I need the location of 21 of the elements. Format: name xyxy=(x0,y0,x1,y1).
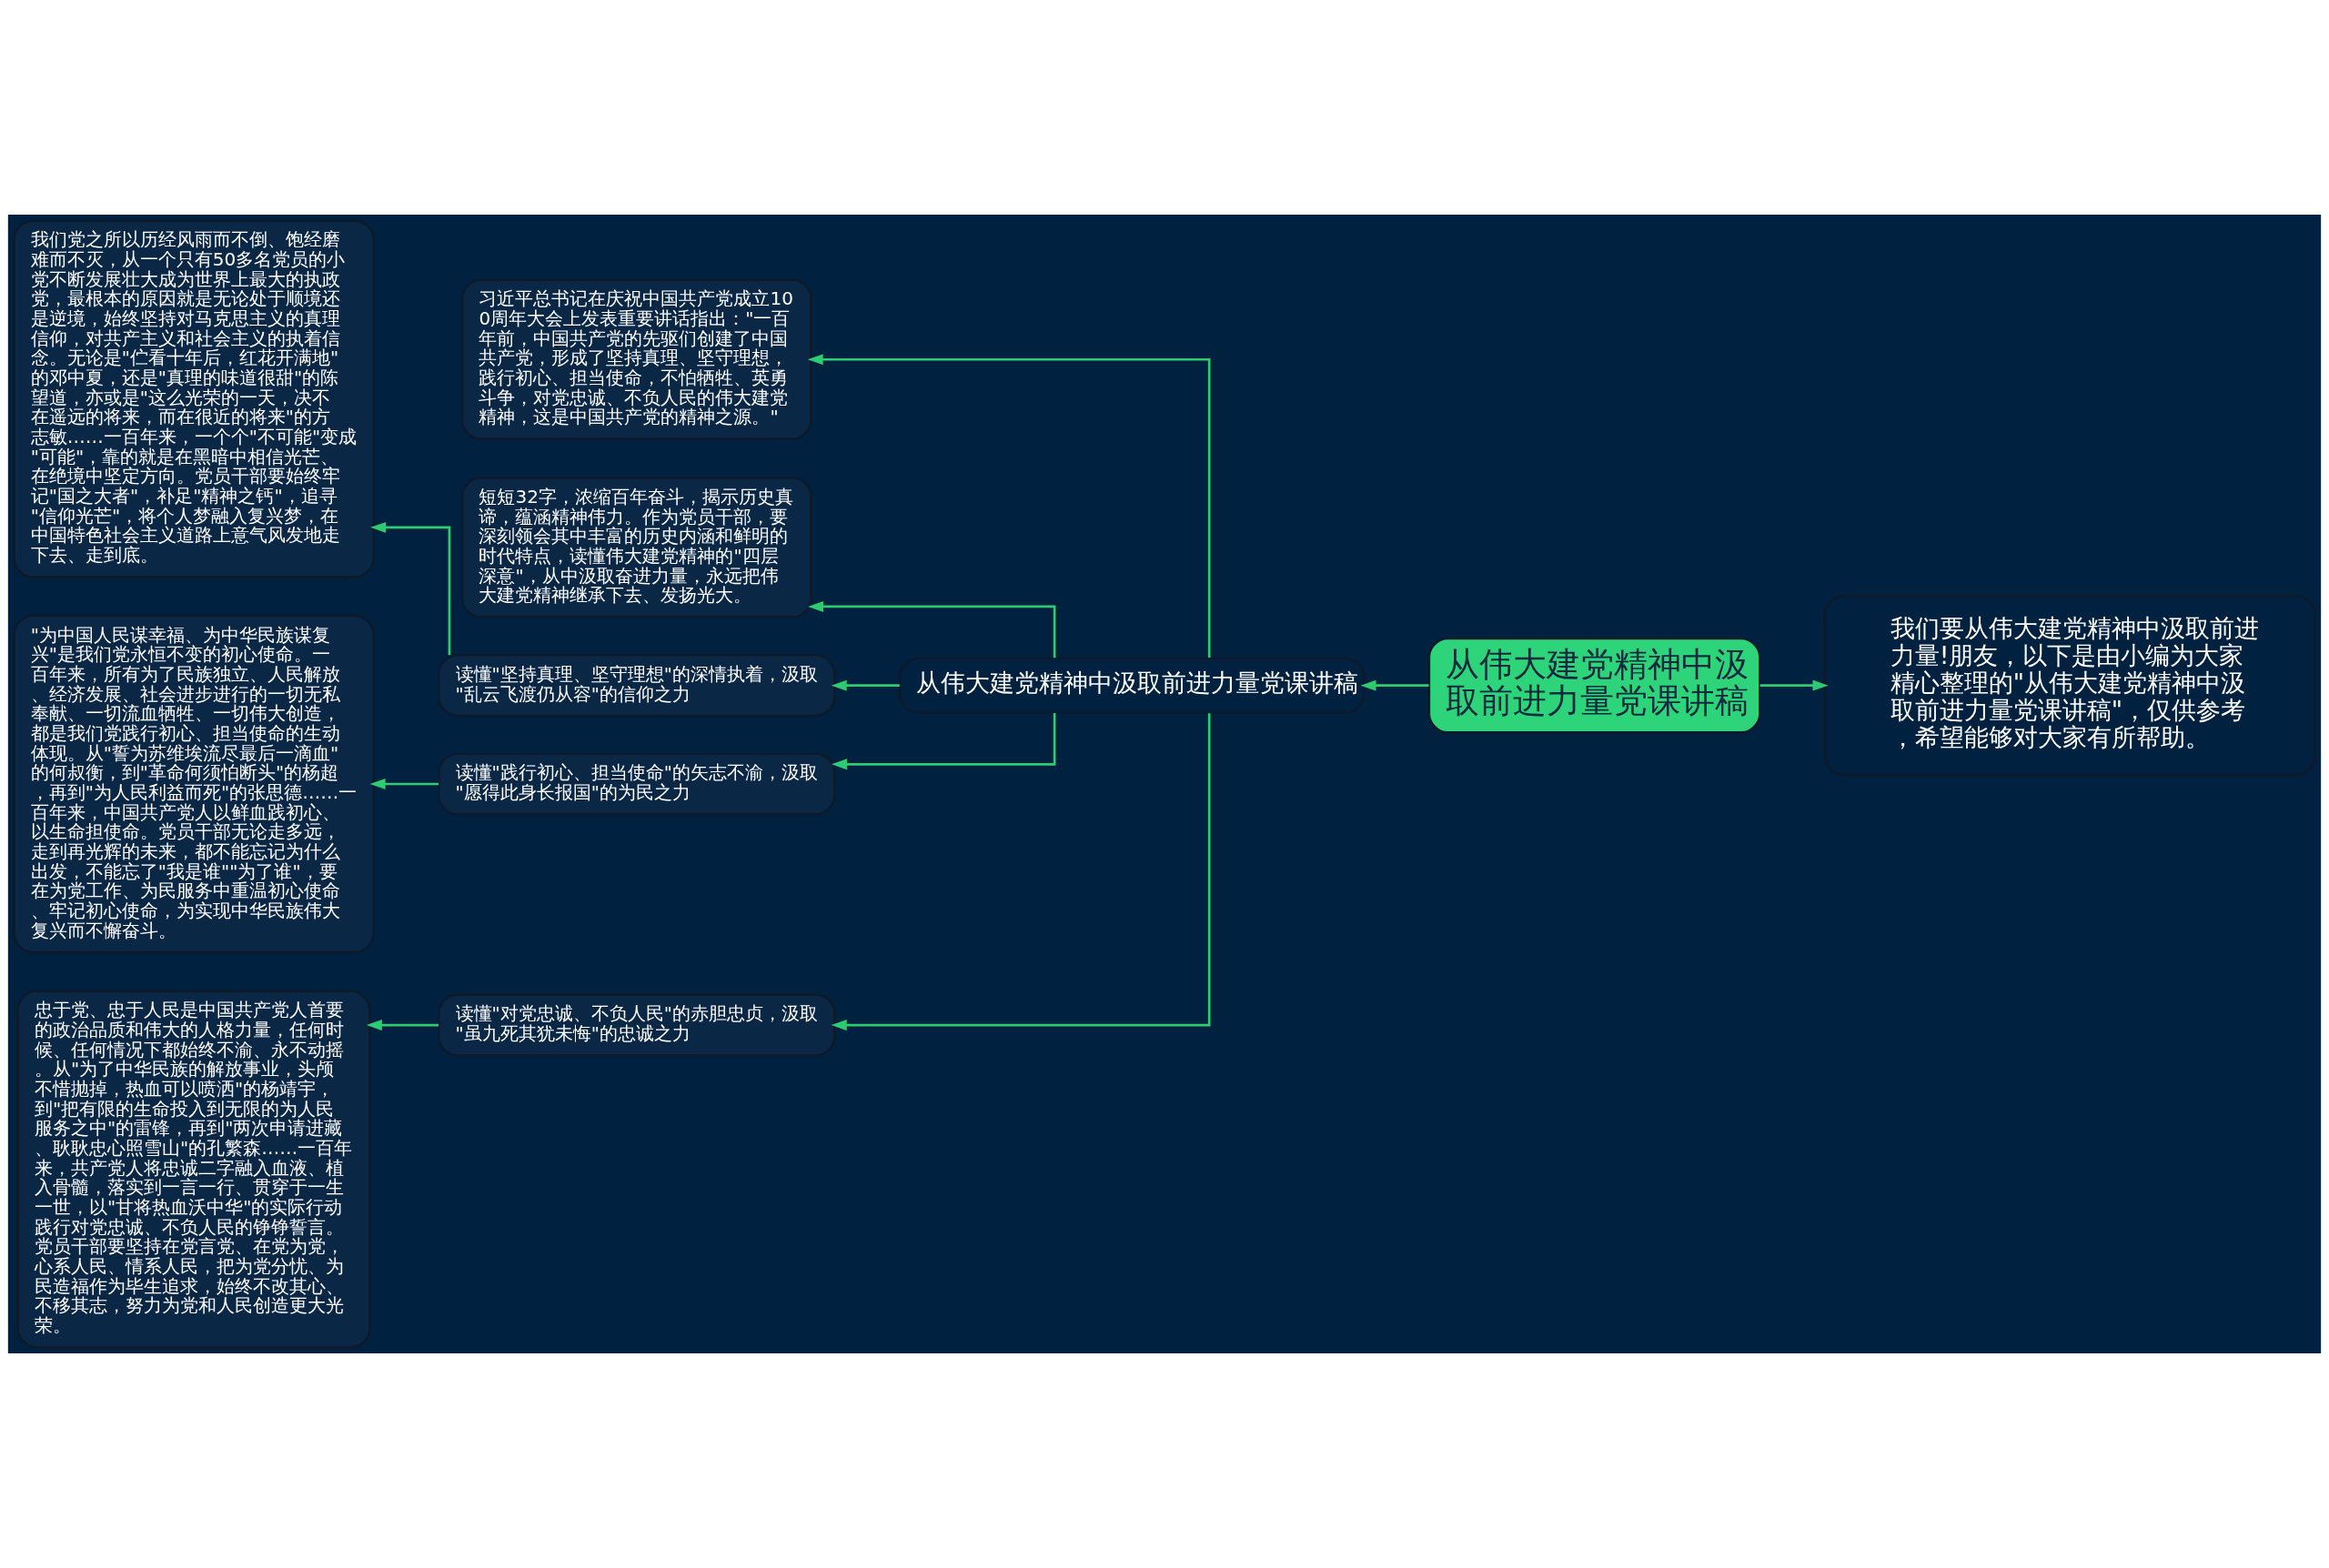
arrow xyxy=(831,679,900,691)
arrow xyxy=(1759,679,1829,691)
arrow xyxy=(370,521,451,656)
node-box: 从伟大建党精神中汲取前进力量党课讲稿 xyxy=(898,657,1366,714)
node-box: 我们党之所以历经风雨而不倒、饱经磨难而不灭，从一个只有50多名党员的小党不断发展壮大成为世界上最大的执政党，最根本的原因就是无论处于顺境还是逆境，始终坚持对马克思主义的真理信仰，对共产主义和社会主义的执着信念。无论是"伫看十年后，红花开满地"的邓中夏，还是"真理的味道很甜"的陈望道，亦或是"这么光荣的一天，决不在遥远的将来，而在很近的将来"的方志敏……一百年来，一个个"不可能"变成"可能"，靠的就是在黑暗中相信光芒、在绝境中坚定方向。党员干部要始终牢记"国之大者"，补足"精神之钙"，追寻"信仰光芒"，将个人梦融入复兴梦，在中国特色社会主义道路上意气风发地走下去、走到底。 xyxy=(13,219,375,578)
node-box: 短短32字，浓缩百年奋斗，揭示历史真谛，蕴涵精神伟力。作为党员干部，要深刻领会其中丰富的历史内涵和鲜明的时代特点，读懂伟大建党精神的"四层深意"，从中汲取奋进力量，永远把伟大建党精神继承下去、发扬光大。 xyxy=(460,477,812,618)
arrow xyxy=(807,600,1056,658)
arrow xyxy=(366,1020,439,1031)
arrow xyxy=(831,713,1211,1031)
node-box: 忠于党、忠于人民是中国共产党人首要的政治品质和伟大的人格力量，任何时候、任何情况下都始终不渝、永不动摇。从"为了中华民族的解放事业，头颅不惜抛掉，热血可以喷洒"的杨靖宇，到"把有限的生命投入到无限的为人民服务之中"的雷锋，再到"两次申请进藏、耿耿忠心照雪山"的孔繁森……一百年来，共产党人将忠诚二字融入血液、植入骨髓，落实到一言一行、贯穿于一生一世，以"甘将热血沃中华"的实际行动践行对党忠诚、不负人民的铮铮誓言。党员干部要坚持在党言党、在党为党，心系人民、情系人民，把为党分忧、为民造福作为毕生追求，始终不改其心、不移其志，努力为党和人民创造更大光荣。 xyxy=(16,990,371,1349)
arrow xyxy=(807,354,1211,658)
node-box: 读懂"坚持真理、坚守理想"的深情执着，汲取"乱云飞渡仍从容"的信仰之力 xyxy=(438,654,836,718)
arrow xyxy=(369,779,439,789)
node-box: 读懂"践行初心、担当使命"的矢志不渝，汲取"愿得此身长报国"的为民之力 xyxy=(438,752,836,816)
node-box: 读懂"对党忠诚、不负人民"的赤胆忠贞，汲取"虽九死其犹未悔"的忠诚之力 xyxy=(438,993,836,1057)
node-box: "为中国人民谋幸福、为中华民族谋复兴"是我们党永恒不变的初心使命。一百年来，所有为了民族独立、人民解放、经济发展、社会进步进行的一切无私奉献、一切流血牺牲、一切伟大创造，都是我们党践行初心、担当使命的生动体现。从"誓为苏维埃流尽最后一滴血"的何叔衡，到"革命何须怕断头"的杨超，再到"为人民利益而死"的张思德……一百年来，中国共产党人以鲜血践初心、以生命担使命。党员干部无论走多远，走到再光辉的未来，都不能忘记为什么出发，不能忘了"我是谁""为了谁"，要在为党工作、为民服务中重温初心使命、牢记初心使命，为实现中华民族伟大复兴而不懈奋斗。 xyxy=(13,614,375,954)
arrow xyxy=(832,712,1056,770)
node-box: 习近平总书记在庆祝中国共产党成立100周年大会上发表重要讲话指出："一百年前，中国共产党的先驱们创建了中国共产党，形成了坚持真理、坚守理想，践行初心、担当使命，不怕牺牲、英勇斗争，对党忠诚、不负人民的伟大建党精神，这是中国共产党的精神之源。" xyxy=(460,278,812,440)
arrow xyxy=(1360,679,1429,691)
node-box: 我们要从伟大建党精神中汲取前进力量!朋友，以下是由小编为大家精心整理的"从伟大建党精神中汲取前进力量党课讲稿"，仅供参考，希望能够对大家有所帮助。 xyxy=(1823,595,2316,777)
node-box: 从伟大建党精神中汲取前进力量党课讲稿 xyxy=(1427,637,1761,734)
